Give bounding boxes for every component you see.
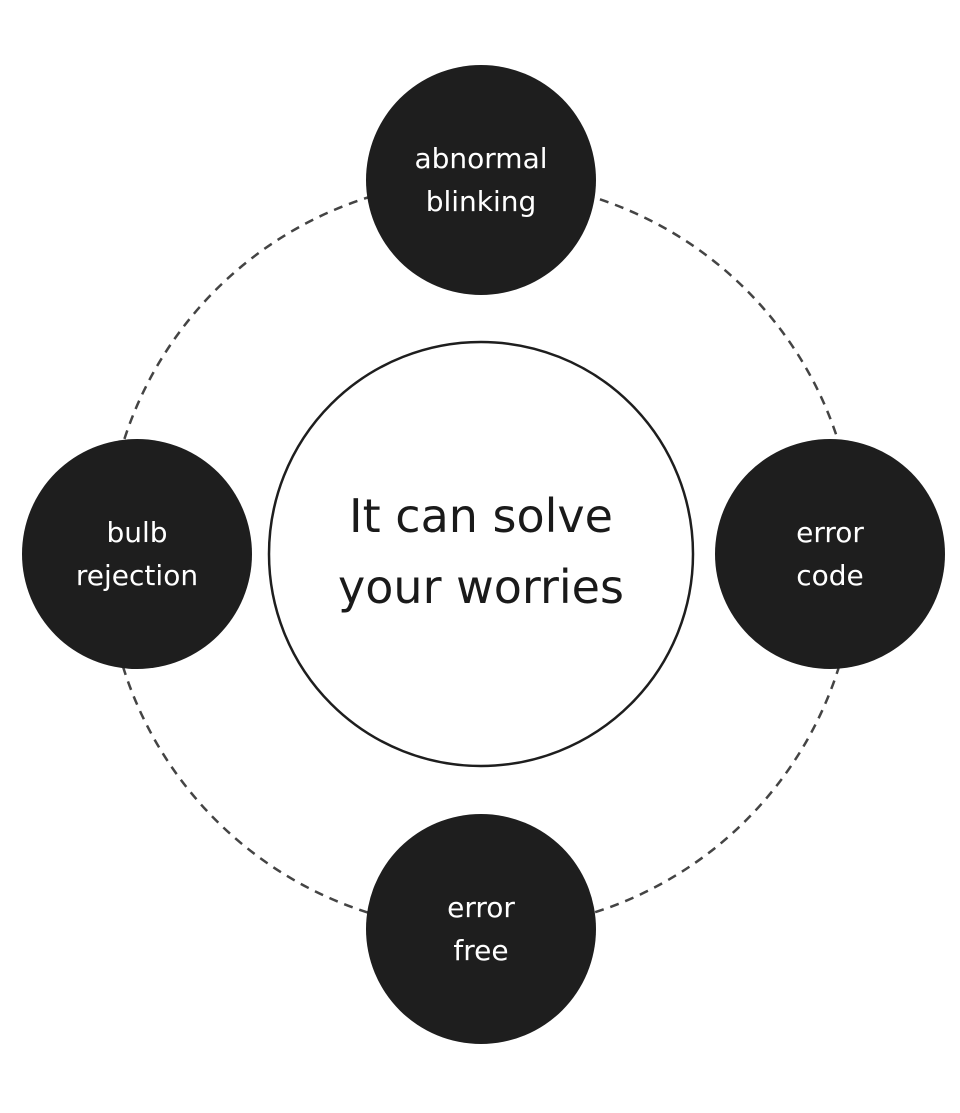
node-left-circle — [22, 439, 252, 669]
node-top: abnormal blinking — [366, 65, 596, 295]
node-bottom-line-2: free — [453, 934, 508, 967]
node-right: error code — [715, 439, 945, 669]
node-right-line-2: code — [796, 559, 864, 592]
node-bottom: error free — [366, 814, 596, 1044]
node-bottom-circle — [366, 814, 596, 1044]
center-circle — [267, 340, 695, 768]
node-left: bulb rejection — [22, 439, 252, 669]
node-top-line-2: blinking — [426, 185, 537, 218]
node-left-line-1: bulb — [106, 516, 167, 549]
node-bottom-line-1: error — [447, 891, 515, 924]
node-right-circle — [715, 439, 945, 669]
node-right-line-1: error — [796, 516, 864, 549]
node-top-circle — [366, 65, 596, 295]
node-top-line-1: abnormal — [414, 142, 547, 175]
center-text-line-2: your worries — [338, 560, 624, 614]
node-left-line-2: rejection — [76, 559, 198, 592]
center-text-line-1: It can solve — [349, 489, 613, 543]
